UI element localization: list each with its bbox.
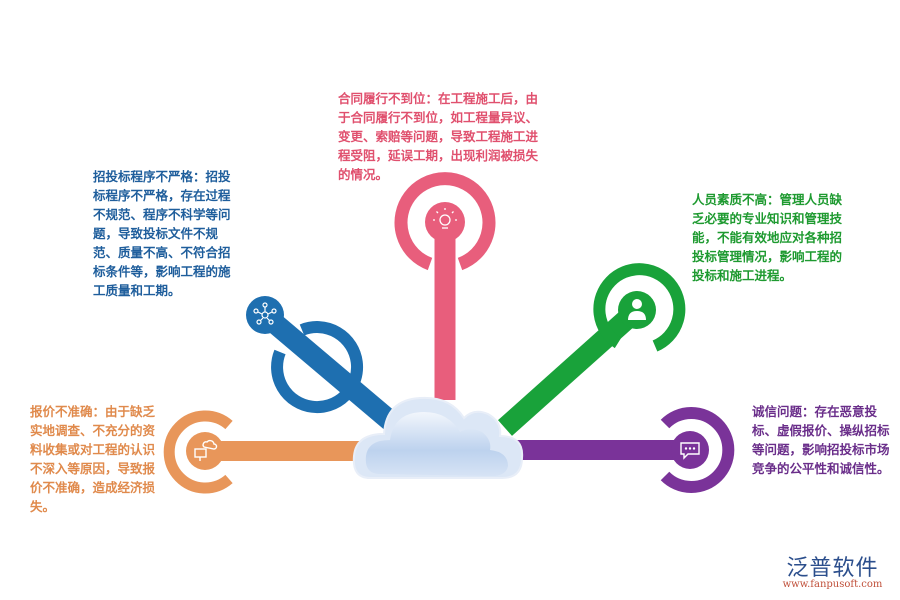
logo-url: www.fanpusoft.com: [782, 579, 883, 590]
pink-node: [394, 172, 496, 271]
person-icon: [628, 299, 646, 320]
green-item-text: 人员素质不高：管理人员缺乏必要的专业知识和管理技能，不能有效地应对各种招投标管理…: [692, 192, 843, 283]
green-node: [593, 263, 686, 352]
green-arm: [498, 302, 644, 436]
logo-name: 泛普软件: [786, 556, 879, 581]
lightbulb-icon: [433, 208, 457, 229]
blue-node: [246, 296, 364, 414]
orange-item-text: 报价不准确：由于缺乏实地调查、不充分的资料收集或对工程的认识不深入等原因，导致报…: [30, 404, 156, 514]
chat-bubble-icon: [680, 442, 700, 460]
blue-arm: [258, 306, 402, 434]
blue-item-text: 招投标程序不严格：招投标程序不严格，存在过程不规范、程序不科学等问题，导致投标文…: [93, 169, 231, 298]
purple-node: [660, 407, 735, 493]
center-cloud: [352, 396, 524, 479]
network-icon: [253, 302, 277, 325]
pink-item-text: 合同履行不到位：在工程施工后，由于合同履行不到位，如工程量异议、变更、索赔等问题…: [338, 91, 539, 182]
cloud-computer-icon: [194, 439, 218, 461]
brand-logo: 泛普软件 www.fanpusoft.com: [770, 550, 895, 590]
purple-item-text: 诚信问题：存在恶意投标、虚假报价、操纵招标等问题，影响招投标市场竞争的公平性和诚…: [752, 404, 890, 476]
orange-node: [163, 410, 233, 494]
